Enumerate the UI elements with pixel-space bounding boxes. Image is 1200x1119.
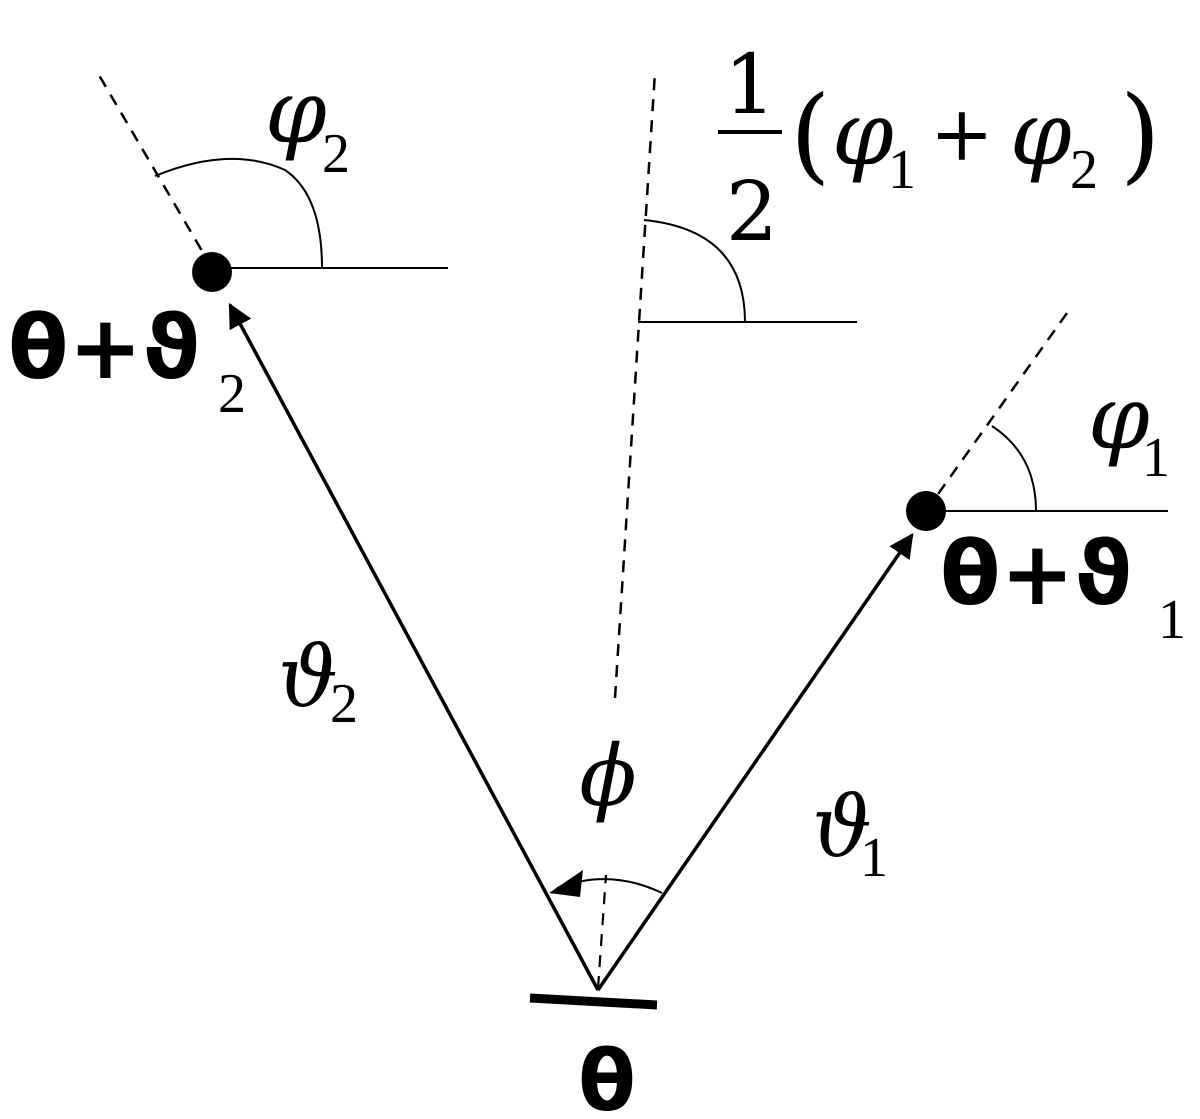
svg-text:2: 2 [322, 123, 350, 185]
left-point [192, 252, 232, 292]
left-vector [228, 302, 600, 991]
half-sum-label: 1 2 ( φ 1 + φ 2 ) [718, 38, 1161, 260]
svg-text:φ: φ [1088, 366, 1150, 469]
svg-text:ϑ: ϑ [278, 628, 338, 726]
svg-text:2: 2 [726, 165, 778, 260]
right-edge-label: ϑ 1 [812, 778, 888, 889]
half-sum-arc [643, 219, 746, 323]
right-point-label: θ+ϑ 1 [940, 522, 1186, 651]
svg-text:ϑ: ϑ [812, 778, 872, 876]
origin-bisector [596, 874, 608, 989]
svg-text:1: 1 [860, 827, 888, 889]
phi2-arc [154, 157, 323, 269]
svg-text:θ+ϑ: θ+ϑ [940, 522, 1132, 625]
phi1-label: φ 1 [1088, 366, 1170, 489]
svg-text:φ: φ [265, 60, 327, 163]
svg-text:2: 2 [1070, 139, 1098, 201]
phi1-arc [991, 425, 1037, 512]
left-point-label: θ+ϑ 2 [8, 296, 246, 425]
phi-arrowhead [549, 870, 583, 897]
svg-text:θ+ϑ: θ+ϑ [8, 296, 200, 399]
svg-text:(: ( [790, 73, 831, 195]
right-point [906, 491, 946, 531]
svg-text:2: 2 [330, 673, 358, 735]
svg-text:φ: φ [1010, 82, 1072, 185]
svg-text:1: 1 [724, 38, 776, 133]
svg-text:2: 2 [218, 363, 246, 425]
right-vector [596, 532, 914, 991]
middle-bisector [613, 71, 657, 699]
svg-text:1: 1 [1158, 589, 1186, 651]
base-bar [529, 993, 658, 1010]
left-extension [94, 69, 214, 269]
svg-text:φ: φ [832, 82, 894, 185]
right-extension [924, 305, 1074, 512]
svg-text:1: 1 [888, 139, 916, 201]
svg-text:): ) [1120, 73, 1161, 195]
phi2-label: φ 2 [265, 60, 350, 185]
svg-text:+: + [930, 89, 994, 178]
left-edge-label: ϑ 2 [278, 628, 358, 735]
svg-text:1: 1 [1142, 427, 1170, 489]
theta-base-label: θ [578, 1032, 636, 1119]
phi-label: ϕ [579, 727, 636, 825]
